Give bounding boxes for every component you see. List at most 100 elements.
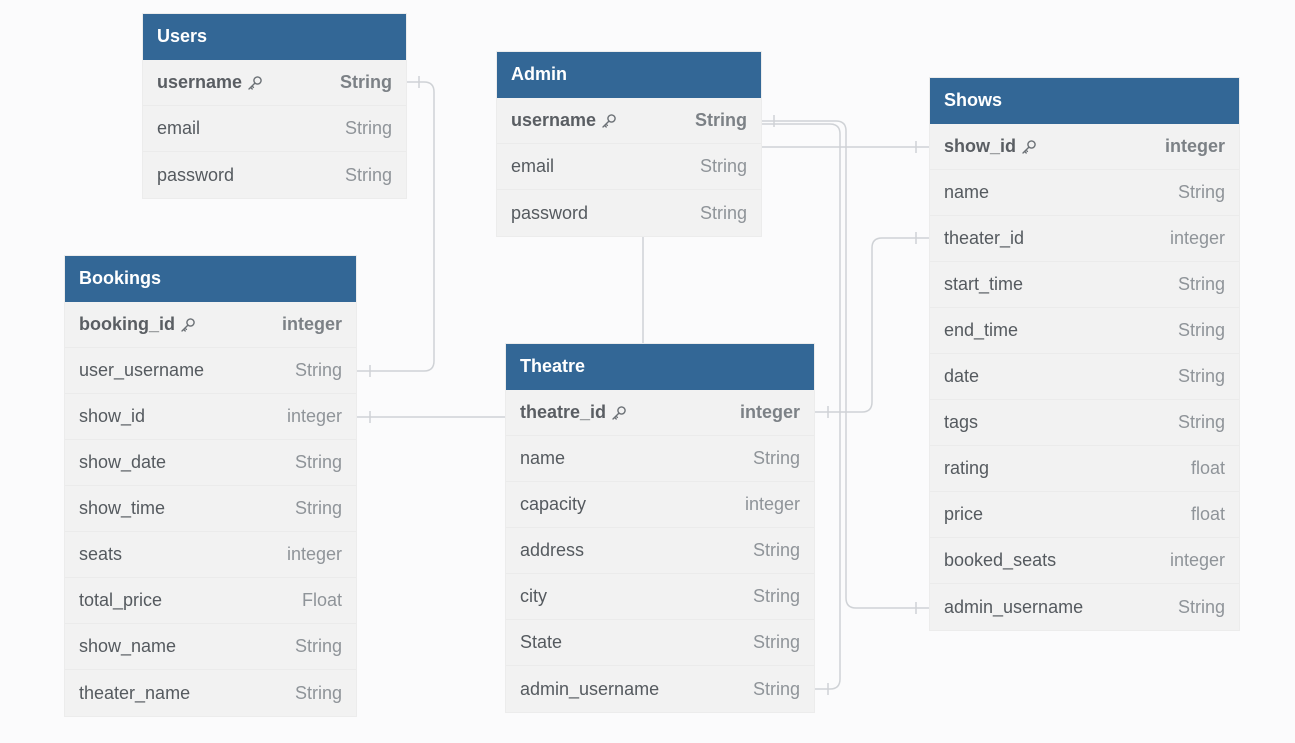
table-header[interactable]: Theatre	[506, 344, 814, 390]
primary-key-icon	[601, 113, 617, 129]
field-name-wrap: show_date	[79, 452, 166, 473]
field-name-wrap: theatre_id	[520, 402, 627, 423]
field-name-wrap: name	[944, 182, 989, 203]
field-name: booked_seats	[944, 550, 1057, 570]
field-name: city	[520, 586, 547, 606]
field-row-name[interactable]: name String	[930, 170, 1239, 216]
field-name-wrap: email	[157, 118, 200, 139]
field-type: String	[340, 72, 392, 92]
field-name-wrap: admin_username	[520, 679, 659, 700]
field-row-show_id[interactable]: show_id integer	[930, 124, 1239, 170]
field-name-wrap: admin_username	[944, 597, 1083, 618]
field-name: booking_id	[79, 314, 175, 334]
field-name-wrap: password	[511, 203, 588, 224]
field-row-password[interactable]: password String	[497, 190, 761, 236]
field-type: integer	[286, 406, 342, 426]
field-row-email[interactable]: email String	[143, 106, 406, 152]
field-type: String	[1177, 182, 1225, 202]
field-row-address[interactable]: address String	[506, 528, 814, 574]
field-row-password[interactable]: password String	[143, 152, 406, 198]
primary-key-icon	[611, 405, 627, 421]
field-type: integer	[739, 402, 800, 422]
field-row-tags[interactable]: tags String	[930, 400, 1239, 446]
table-header[interactable]: Bookings	[65, 256, 356, 302]
field-name-wrap: address	[520, 540, 584, 561]
field-type: String	[294, 682, 342, 703]
field-name: show_time	[79, 498, 166, 518]
connector-users-bookings	[356, 81, 435, 372]
field-row-date[interactable]: date String	[930, 354, 1239, 400]
field-name-wrap: State	[520, 632, 562, 653]
field-name: name	[944, 182, 990, 202]
field-type: String	[752, 540, 800, 560]
field-row-price[interactable]: price float	[930, 492, 1239, 538]
field-type: String	[294, 636, 342, 656]
field-name: email	[157, 118, 201, 138]
field-type: integer	[1169, 228, 1225, 248]
field-type: float	[1190, 504, 1225, 524]
field-type: integer	[1169, 550, 1225, 570]
field-row-booked_seats[interactable]: booked_seats integer	[930, 538, 1239, 584]
field-type: String	[1177, 412, 1225, 432]
field-name-wrap: price	[944, 504, 983, 525]
field-name: password	[511, 202, 589, 223]
field-name-wrap: start_time	[944, 274, 1023, 295]
field-name: tags	[944, 412, 979, 432]
field-name-wrap: theater_id	[944, 228, 1024, 249]
field-type: String	[752, 586, 800, 606]
field-type: String	[344, 118, 392, 138]
field-row-city[interactable]: city String	[506, 574, 814, 620]
field-name-wrap: booked_seats	[944, 550, 1056, 571]
field-name: theatre_id	[520, 402, 607, 422]
field-name-wrap: city	[520, 586, 547, 607]
field-name-wrap: show_id	[944, 136, 1037, 157]
field-name: total_price	[79, 590, 163, 610]
field-name-wrap: end_time	[944, 320, 1018, 341]
field-type: String	[344, 164, 392, 185]
table-header[interactable]: Shows	[930, 78, 1239, 124]
field-name: date	[944, 366, 980, 386]
field-type: integer	[1164, 136, 1225, 156]
field-type: String	[699, 202, 747, 223]
field-name-wrap: seats	[79, 544, 122, 565]
field-row-seats[interactable]: seats integer	[65, 532, 356, 578]
field-row-theatre_id[interactable]: theatre_id integer	[506, 390, 814, 436]
field-name-wrap: password	[157, 165, 234, 186]
table-header[interactable]: Admin	[497, 52, 761, 98]
field-name-wrap: username	[157, 72, 263, 93]
field-type: integer	[286, 544, 342, 564]
field-type: float	[1190, 458, 1225, 478]
field-name: seats	[79, 544, 123, 564]
field-row-username[interactable]: username String	[143, 60, 406, 106]
field-type: String	[695, 110, 747, 130]
field-row-theater_id[interactable]: theater_id integer	[930, 216, 1239, 262]
table-header[interactable]: Users	[143, 14, 406, 60]
field-name-wrap: date	[944, 366, 979, 387]
field-name: email	[511, 156, 555, 176]
field-type: String	[1177, 366, 1225, 386]
field-name-wrap: capacity	[520, 494, 586, 515]
